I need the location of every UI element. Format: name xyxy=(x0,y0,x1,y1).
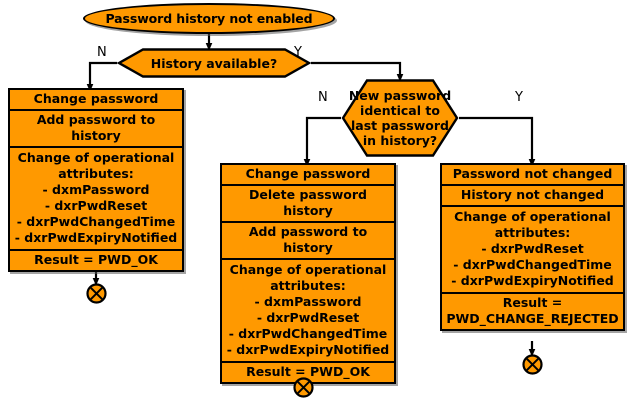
box-row-list: Change of operational attributes: - dxrP… xyxy=(442,207,623,294)
box-row: Add password to history xyxy=(222,223,394,260)
list-line: Change of operational xyxy=(229,262,387,277)
box-row: History not changed xyxy=(442,186,623,207)
branch-label-d2-yes: Y xyxy=(515,90,523,105)
connector-d2-no xyxy=(303,116,341,167)
box-row: Delete password history xyxy=(222,186,394,223)
box-row: Result = PWD_OK xyxy=(34,252,158,267)
end-terminator-left xyxy=(86,283,107,304)
list-line: - dxrPwdChangedTime xyxy=(453,257,612,272)
process-box-no-history: Change password Add password to history … xyxy=(8,88,184,272)
start-label: Password history not enabled xyxy=(105,11,313,26)
list-line: - dxmPassword xyxy=(42,182,150,197)
list-line: Change of operational xyxy=(454,209,611,224)
box-row-multi: Result = PWD_CHANGE_REJECTED xyxy=(442,294,623,329)
list-line: - dxrPwdReset xyxy=(44,198,148,213)
box-row: Change password xyxy=(10,90,182,111)
box-row: Password not changed xyxy=(442,165,623,186)
list-line: - dxrPwdReset xyxy=(256,310,360,325)
end-terminator-right xyxy=(522,354,543,375)
connector-d1-yes xyxy=(311,61,404,82)
list-line: attributes: xyxy=(58,166,134,181)
process-box-not-identical: Change password Delete password history … xyxy=(220,163,396,384)
branch-label-d1-no: N xyxy=(97,45,107,60)
list-line: attributes: xyxy=(494,225,571,240)
box-row-list: Change of operational attributes: - dxmP… xyxy=(10,148,182,251)
list-line: attributes: xyxy=(270,278,346,293)
list-line: - dxrPwdReset xyxy=(481,241,584,256)
decision-new-password-identical: New password identical to last password … xyxy=(341,78,459,158)
end-terminator-center xyxy=(293,377,314,398)
box-row: Result = PWD_OK xyxy=(246,364,370,379)
decision-history-available: History available? xyxy=(116,47,312,79)
connector-d1-no xyxy=(86,61,117,92)
list-line: - dxmPassword xyxy=(254,294,362,309)
process-box-identical: Password not changed History not changed… xyxy=(440,163,625,331)
list-line: - dxrPwdExpiryNotified xyxy=(14,230,178,245)
start-terminator: Password history not enabled xyxy=(83,3,335,34)
branch-label-d1-yes: Y xyxy=(294,45,302,60)
result-line: Result = xyxy=(502,295,563,310)
list-line: - dxrPwdExpiryNotified xyxy=(451,273,614,288)
list-line: - dxrPwdChangedTime xyxy=(16,214,176,229)
list-line: - dxrPwdChangedTime xyxy=(228,326,388,341)
branch-label-d2-no: N xyxy=(318,90,328,105)
connector-d2-yes xyxy=(459,116,536,167)
result-line: PWD_CHANGE_REJECTED xyxy=(446,311,619,326)
box-row-list: Change of operational attributes: - dxmP… xyxy=(222,260,394,363)
list-line: Change of operational xyxy=(17,150,175,165)
box-row: Change password xyxy=(222,165,394,186)
list-line: - dxrPwdExpiryNotified xyxy=(226,342,390,357)
box-row: Add password to history xyxy=(10,111,182,148)
